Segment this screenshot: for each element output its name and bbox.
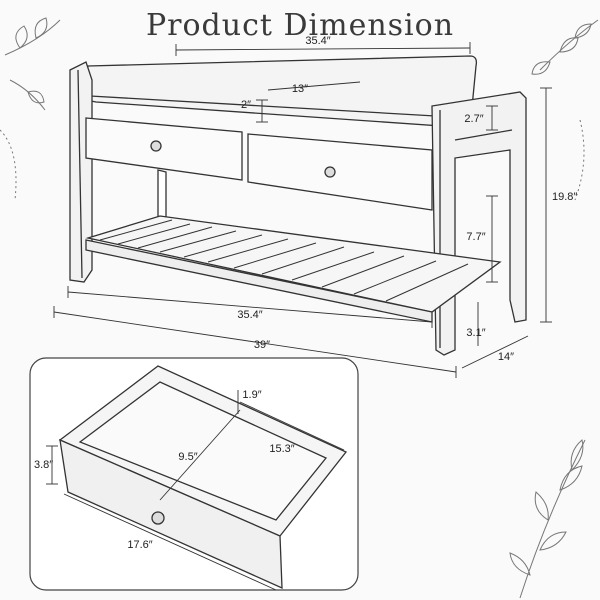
label-armrest-thickness: 2.7″: [464, 113, 483, 125]
label-drawer-depth: 15.3″: [269, 443, 294, 455]
bench-drawer-knob-right: [324, 166, 336, 178]
label-depth: 14″: [498, 351, 514, 363]
label-drawer-width: 17.6″: [127, 539, 152, 551]
bench-shelf: [85, 215, 502, 313]
drawer-front: [59, 438, 283, 590]
drawer-dimension-lines: [46, 390, 345, 591]
bench-right-armrest: [431, 91, 527, 356]
label-drawer-height: 2″: [241, 99, 251, 111]
label-shelf-gap: 7.7″: [466, 231, 485, 243]
bench-drawer-knob-left: [150, 140, 162, 152]
label-base-length: 35.4″: [237, 309, 262, 321]
label-leg-height: 3.1″: [466, 327, 485, 339]
label-drawer-front-offset: 1.9″: [242, 389, 261, 401]
label-drawer-height: 3.8″: [34, 459, 53, 471]
label-top-length: 35.4″: [305, 35, 330, 47]
bench-drawing: [69, 55, 527, 356]
label-total-length: 39″: [254, 339, 270, 351]
bench-drawer-left: [85, 117, 243, 181]
drawer-knob: [151, 511, 165, 525]
leaf-decoration-top-right: [531, 19, 599, 201]
bench-dimension-lines: [53, 42, 552, 378]
label-drawer-inner-width: 9.5″: [178, 451, 197, 463]
leaf-decoration-top-left: [0, 17, 61, 201]
bench-drawer-right: [247, 133, 433, 211]
page-title: Product Dimension: [145, 8, 455, 43]
label-drawer-front-width: 13″: [292, 83, 308, 95]
leaf-decoration-bottom-right: [509, 439, 586, 599]
bench-left-armrest: [69, 61, 93, 283]
label-total-height: 19.8″: [552, 191, 577, 203]
